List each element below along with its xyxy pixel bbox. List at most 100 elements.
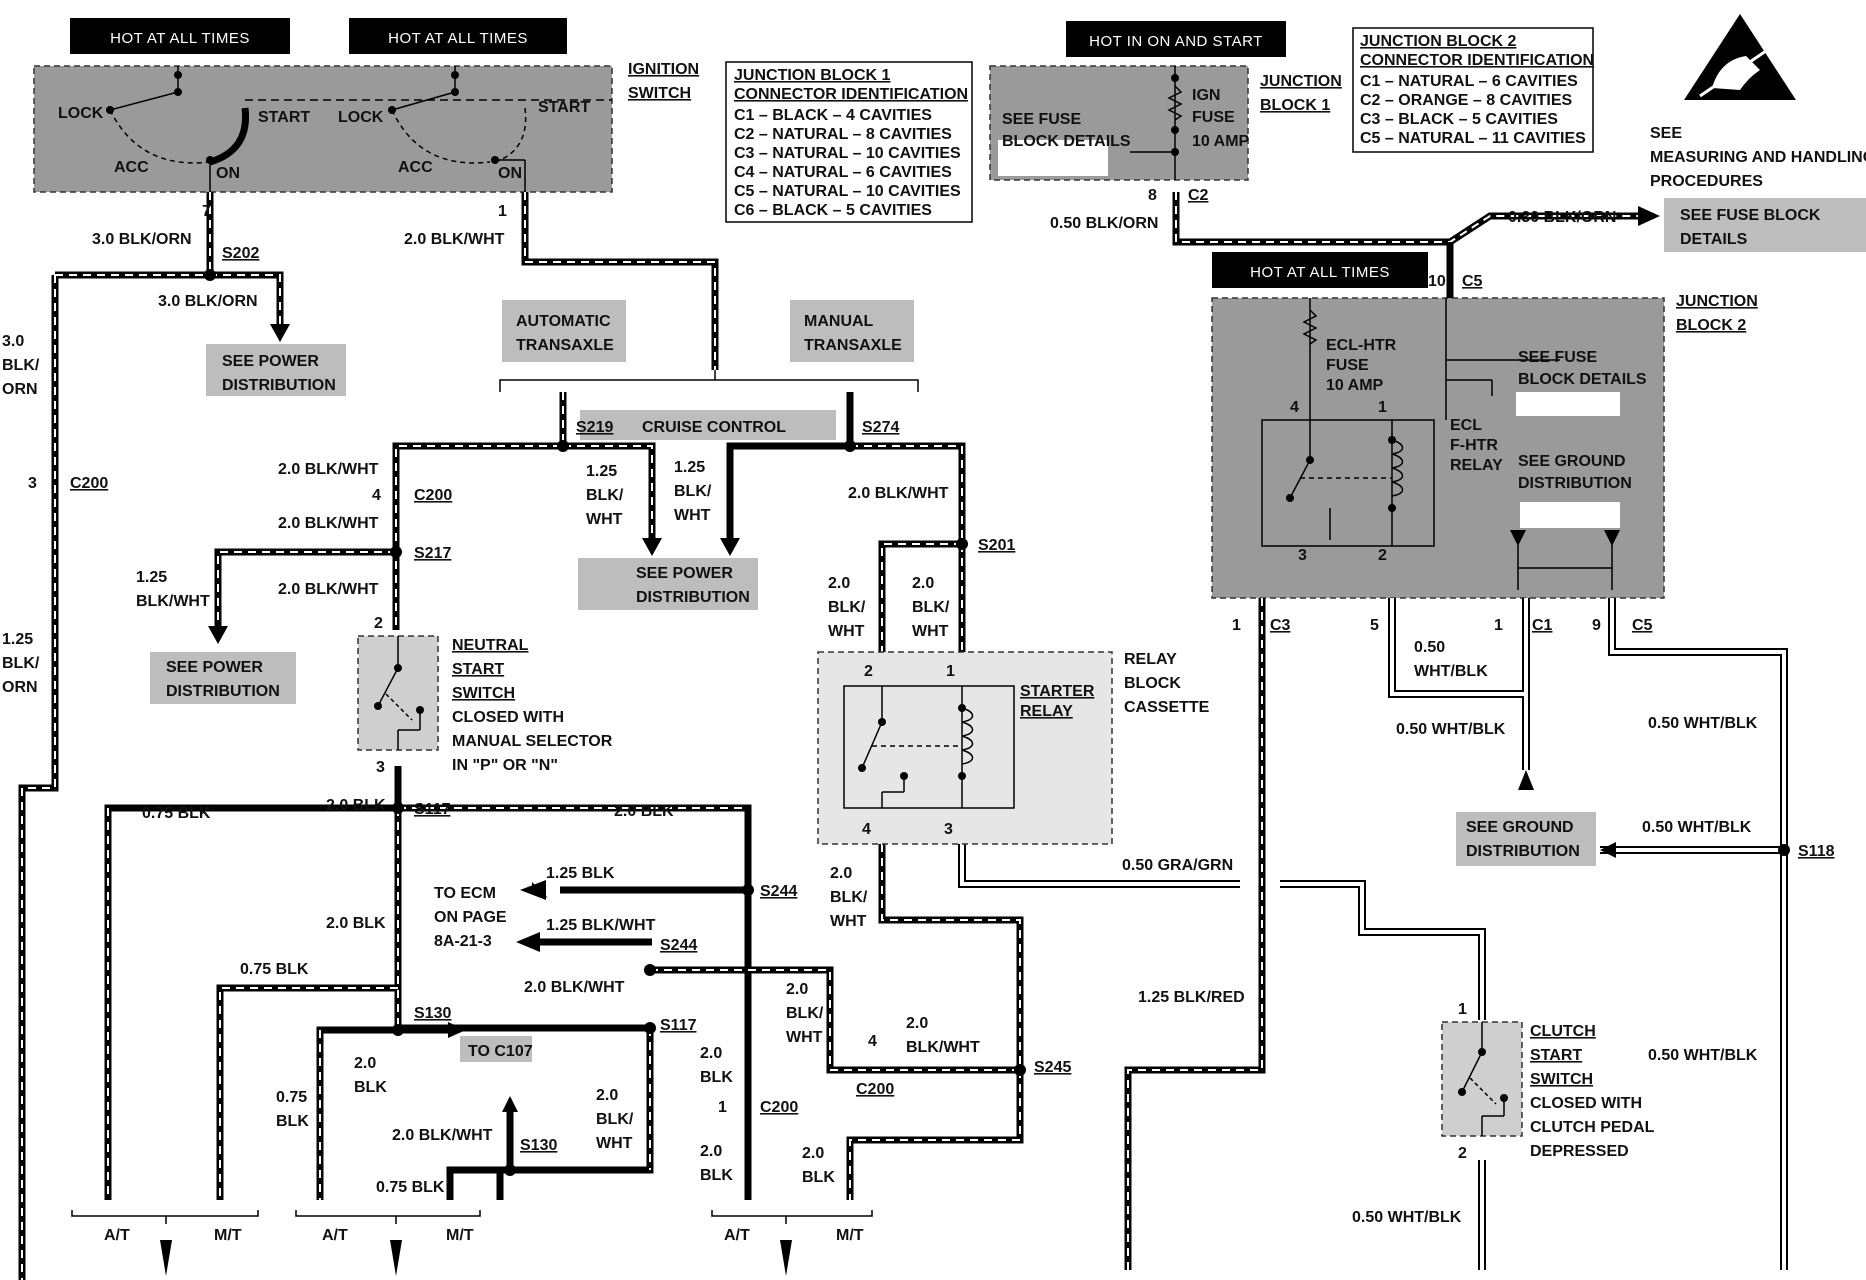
- svg-text:CASSETTE: CASSETTE: [1124, 699, 1210, 716]
- wires: [18, 192, 1640, 1280]
- svg-text:1.25 BLK: 1.25 BLK: [546, 865, 615, 882]
- splice-s130b: [504, 1164, 516, 1176]
- svg-text:A/T: A/T: [104, 1227, 130, 1244]
- splice-s130a: [392, 1024, 404, 1036]
- svg-text:C6 – BLACK – 5 CAVITIES: C6 – BLACK – 5 CAVITIES: [734, 202, 932, 219]
- svg-text:JUNCTION BLOCK 2: JUNCTION BLOCK 2: [1360, 33, 1517, 50]
- jb2-c5-pin: 9: [1592, 617, 1601, 634]
- svg-text:WHT: WHT: [786, 1029, 823, 1046]
- svg-text:1: 1: [1458, 1001, 1467, 1018]
- svg-text:SEE GROUND: SEE GROUND: [1518, 453, 1626, 470]
- splice-s201: [956, 538, 968, 550]
- svg-text:WHT: WHT: [596, 1135, 633, 1152]
- svg-text:2.0 BLK: 2.0 BLK: [326, 797, 386, 814]
- svg-text:WHT: WHT: [912, 623, 949, 640]
- junction-block-1: SEE FUSE BLOCK DETAILS IGN FUSE 10 AMP J…: [989, 65, 1342, 204]
- svg-text:DEPRESSED: DEPRESSED: [1530, 1143, 1629, 1160]
- svg-text:S118: S118: [1798, 843, 1835, 860]
- svg-text:FUSE: FUSE: [1326, 357, 1369, 374]
- svg-text:C5 – NATURAL – 10 CAVITIES: C5 – NATURAL – 10 CAVITIES: [734, 183, 961, 200]
- svg-text:2: 2: [1378, 547, 1387, 564]
- svg-text:FUSE: FUSE: [1192, 109, 1235, 126]
- svg-text:START: START: [1530, 1047, 1582, 1064]
- junction-block-2: ECL-HTR FUSE 10 AMP 4 1 3 2 ECL F-HTR RE…: [1211, 273, 1758, 599]
- junction-block-2-connector-table: JUNCTION BLOCK 2 CONNECTOR IDENTIFICATIO…: [1352, 27, 1594, 153]
- svg-text:2.0: 2.0: [912, 575, 934, 592]
- svg-text:2: 2: [374, 615, 383, 632]
- svg-text:CLUTCH PEDAL: CLUTCH PEDAL: [1530, 1119, 1655, 1136]
- svg-text:NEUTRAL: NEUTRAL: [452, 637, 529, 654]
- svg-text:TRANSAXLE: TRANSAXLE: [516, 337, 614, 354]
- svg-text:10: 10: [1428, 273, 1446, 290]
- svg-text:CLUTCH: CLUTCH: [1530, 1023, 1596, 1040]
- svg-text:SEE GROUND: SEE GROUND: [1466, 819, 1574, 836]
- svg-text:CONNECTOR IDENTIFICATION: CONNECTOR IDENTIFICATION: [734, 86, 968, 103]
- svg-text:1: 1: [718, 1099, 727, 1116]
- svg-text:2.0 BLK/WHT: 2.0 BLK/WHT: [278, 461, 379, 478]
- ignition-switch: LOCK START ACC ON LOCK START ACC ON IGNI…: [33, 61, 699, 193]
- svg-text:2.0: 2.0: [906, 1015, 928, 1032]
- svg-text:0.50 BLK/ORN: 0.50 BLK/ORN: [1050, 215, 1158, 232]
- on-label-2: ON: [498, 165, 522, 182]
- svg-text:1: 1: [946, 663, 955, 680]
- svg-text:WHT: WHT: [830, 913, 867, 930]
- svg-text:DETAILS: DETAILS: [1680, 231, 1748, 248]
- svg-text:DISTRIBUTION: DISTRIBUTION: [222, 377, 336, 394]
- svg-text:3: 3: [376, 759, 385, 776]
- svg-text:0.50: 0.50: [1414, 639, 1445, 656]
- svg-text:START: START: [452, 661, 504, 678]
- connector-labels: 3 C200 4 C200 4 C200 1 C200 7 1: [28, 203, 894, 1116]
- svg-text:7: 7: [202, 203, 211, 220]
- svg-text:2.0: 2.0: [802, 1145, 824, 1162]
- svg-text:TRANSAXLE: TRANSAXLE: [804, 337, 902, 354]
- svg-text:DISTRIBUTION: DISTRIBUTION: [636, 589, 750, 606]
- svg-text:M/T: M/T: [836, 1227, 864, 1244]
- start-label-2: START: [538, 99, 590, 116]
- svg-text:2.0: 2.0: [700, 1143, 722, 1160]
- svg-text:STARTER: STARTER: [1020, 683, 1095, 700]
- arrow-ground: [1518, 770, 1534, 790]
- svg-text:0.75 BLK: 0.75 BLK: [240, 961, 309, 978]
- svg-text:4: 4: [868, 1033, 877, 1050]
- svg-text:2.0: 2.0: [354, 1055, 376, 1072]
- svg-text:DISTRIBUTION: DISTRIBUTION: [1518, 475, 1632, 492]
- svg-text:BLK/: BLK/: [674, 483, 712, 500]
- svg-text:SEE POWER: SEE POWER: [636, 565, 733, 582]
- svg-text:2.0: 2.0: [700, 1045, 722, 1062]
- svg-text:ORN: ORN: [2, 381, 38, 398]
- svg-text:SEE FUSE: SEE FUSE: [1002, 111, 1081, 128]
- svg-text:A/T: A/T: [322, 1227, 348, 1244]
- arrow-to-c107: [448, 1022, 466, 1038]
- svg-text:C2 – NATURAL – 8 CAVITIES: C2 – NATURAL – 8 CAVITIES: [734, 126, 952, 143]
- arrow-to-power-3b: [720, 538, 740, 556]
- svg-text:SWITCH: SWITCH: [452, 685, 515, 702]
- svg-text:0.50 WHT/BLK: 0.50 WHT/BLK: [1648, 1047, 1758, 1064]
- svg-text:BLK/: BLK/: [2, 357, 40, 374]
- svg-text:BLK/: BLK/: [912, 599, 950, 616]
- jb2-pin-5: 5: [1370, 617, 1379, 634]
- svg-text:BLOCK 1: BLOCK 1: [1260, 97, 1330, 114]
- svg-text:CONNECTOR IDENTIFICATION: CONNECTOR IDENTIFICATION: [1360, 52, 1594, 69]
- svg-text:BLK/: BLK/: [828, 599, 866, 616]
- start-label: START: [258, 109, 310, 126]
- ignition-switch-title: IGNITION: [628, 61, 699, 78]
- svg-text:0.50 WHT/BLK: 0.50 WHT/BLK: [1352, 1209, 1462, 1226]
- see-power-distribution-3: SEE POWER DISTRIBUTION: [578, 558, 758, 610]
- svg-text:SEE POWER: SEE POWER: [166, 659, 263, 676]
- transaxle-brace: [499, 370, 919, 392]
- svg-text:2.0 BLK/WHT: 2.0 BLK/WHT: [392, 1127, 493, 1144]
- svg-text:S219: S219: [576, 419, 613, 436]
- svg-text:2.0: 2.0: [830, 865, 852, 882]
- esd-see-label: SEE: [1650, 125, 1682, 142]
- header-hot-at-all-times-2: HOT AT ALL TIMES: [349, 18, 567, 54]
- svg-text:S117: S117: [414, 801, 451, 818]
- jb2-c5-label: C5: [1632, 617, 1653, 634]
- svg-text:C200: C200: [760, 1099, 798, 1116]
- svg-text:AUTOMATIC: AUTOMATIC: [516, 313, 611, 330]
- svg-text:SEE FUSE BLOCK: SEE FUSE BLOCK: [1680, 207, 1821, 224]
- splice-s244b: [644, 964, 656, 976]
- arrow-to-fuse-block: [1638, 206, 1660, 226]
- svg-text:CLOSED WITH: CLOSED WITH: [1530, 1095, 1642, 1112]
- svg-text:C200: C200: [856, 1081, 894, 1098]
- svg-text:C1 – BLACK – 4 CAVITIES: C1 – BLACK – 4 CAVITIES: [734, 107, 932, 124]
